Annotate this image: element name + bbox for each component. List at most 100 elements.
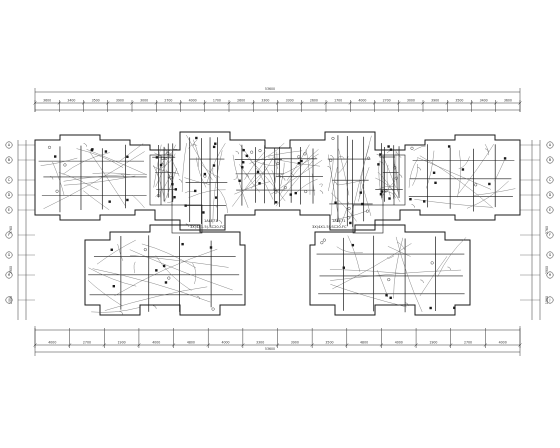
wiring-run bbox=[412, 163, 418, 186]
wiring-run bbox=[377, 171, 401, 202]
wiring-run bbox=[437, 237, 467, 277]
bottom-dimension-value: 4800 bbox=[187, 341, 195, 345]
right-axis-label: E bbox=[549, 208, 551, 212]
top-dimension-value: 3600 bbox=[504, 99, 512, 103]
left-axis-label: E bbox=[8, 208, 10, 212]
outlet-symbol bbox=[209, 246, 213, 249]
wiring-run bbox=[245, 168, 267, 191]
top-tick-mark bbox=[372, 101, 377, 105]
top-dimension-value: 3900 bbox=[431, 99, 439, 103]
outlet-symbol bbox=[90, 148, 93, 152]
left-axis-bubble bbox=[5, 206, 13, 214]
outlet-symbol bbox=[194, 189, 197, 193]
wiring-run bbox=[279, 149, 319, 196]
outlet-symbol bbox=[385, 294, 388, 297]
door-swing bbox=[161, 162, 165, 167]
left-axis-bubble bbox=[5, 156, 13, 164]
door-swing bbox=[49, 176, 54, 180]
light-fixture bbox=[48, 145, 52, 149]
wiring-run bbox=[83, 190, 110, 211]
door-swing bbox=[420, 279, 424, 283]
top-dimension-value: 3600 bbox=[43, 99, 51, 103]
wiring-run bbox=[193, 139, 199, 167]
outlet-symbol bbox=[361, 202, 364, 206]
wiring-run bbox=[92, 268, 211, 303]
top-dimension-value: 2600 bbox=[237, 99, 245, 103]
wiring-run bbox=[338, 180, 363, 186]
top-tick-mark bbox=[494, 101, 498, 105]
light-fixture bbox=[303, 152, 307, 156]
door-swing bbox=[196, 295, 200, 300]
bottom-dimension-value: 1900 bbox=[429, 341, 437, 345]
left-panel-label-line1: 1ALE71 bbox=[204, 219, 218, 223]
door-swing bbox=[330, 155, 334, 159]
light-fixture bbox=[274, 190, 278, 194]
wiring-run bbox=[58, 172, 99, 191]
bottom-tick-mark bbox=[241, 343, 245, 347]
wiring-run bbox=[52, 161, 65, 196]
right-axis-bubble bbox=[546, 141, 554, 149]
wiring-run bbox=[212, 167, 217, 178]
outlet-symbol bbox=[334, 201, 337, 204]
wiring-run bbox=[253, 159, 276, 166]
door-swing bbox=[83, 143, 87, 147]
wiring-run bbox=[96, 239, 136, 265]
wiring-run bbox=[395, 151, 400, 198]
top-dimension-value: 4000 bbox=[189, 99, 197, 103]
building-lower-right-block bbox=[309, 224, 471, 316]
top-dimension-value: 3500 bbox=[455, 99, 463, 103]
top-dimension-value: 4000 bbox=[358, 99, 366, 103]
bottom-dimension-value: 4000 bbox=[152, 341, 160, 345]
wiring-run bbox=[337, 156, 349, 175]
outlet-symbol bbox=[429, 306, 432, 310]
top-dimension-value: 3900 bbox=[116, 99, 124, 103]
wiring-run bbox=[393, 237, 403, 299]
light-fixture bbox=[203, 174, 207, 178]
outlet-symbol bbox=[377, 163, 380, 166]
light-fixture bbox=[166, 151, 170, 155]
wiring-run bbox=[161, 153, 176, 169]
wiring-run bbox=[329, 269, 405, 274]
light-fixture bbox=[157, 194, 161, 198]
left-axis-label: A bbox=[8, 143, 11, 147]
light-fixture bbox=[143, 248, 147, 252]
wiring-run bbox=[328, 158, 334, 192]
light-fixture bbox=[365, 209, 369, 213]
bottom-dimension-value: 3300 bbox=[256, 341, 264, 345]
wiring-run bbox=[153, 165, 166, 203]
wiring-run bbox=[375, 177, 398, 198]
wiring-run bbox=[338, 148, 350, 196]
bottom-tick-mark bbox=[171, 343, 176, 347]
wiring-run bbox=[273, 151, 278, 191]
wiring-run bbox=[457, 150, 461, 198]
outlet-symbol bbox=[173, 195, 176, 199]
bottom-dimension-value: 2700 bbox=[83, 341, 91, 345]
right-axis-bubble bbox=[546, 191, 554, 199]
outlet-symbol bbox=[212, 145, 216, 149]
light-fixture bbox=[329, 158, 333, 162]
bottom-dimension-value: 1900 bbox=[118, 341, 126, 345]
door-swing bbox=[485, 148, 489, 152]
left-axis-label: C bbox=[8, 178, 11, 182]
bottom-dimension-value: 4000 bbox=[48, 341, 56, 345]
wiring-run bbox=[268, 150, 303, 157]
wiring-run bbox=[130, 255, 229, 268]
wiring-run bbox=[278, 153, 319, 177]
outlet-symbol bbox=[215, 196, 218, 199]
light-fixture bbox=[161, 157, 165, 161]
left-axis-bubble bbox=[5, 176, 13, 184]
top-dimension-value: 3000 bbox=[407, 99, 415, 103]
wiring-run bbox=[319, 183, 323, 188]
door-swing bbox=[245, 174, 249, 178]
stair-core-right bbox=[352, 154, 406, 234]
outlet-symbol bbox=[54, 155, 57, 158]
top-dimension-value: 3400 bbox=[67, 99, 75, 103]
wiring-run bbox=[184, 177, 211, 185]
outlet-symbol bbox=[212, 164, 216, 167]
wiring-run bbox=[332, 243, 412, 290]
top-dimension-value: 1700 bbox=[334, 99, 342, 103]
light-fixture bbox=[276, 162, 280, 166]
light-fixture bbox=[331, 136, 335, 140]
right-axis-label: B bbox=[549, 158, 551, 162]
